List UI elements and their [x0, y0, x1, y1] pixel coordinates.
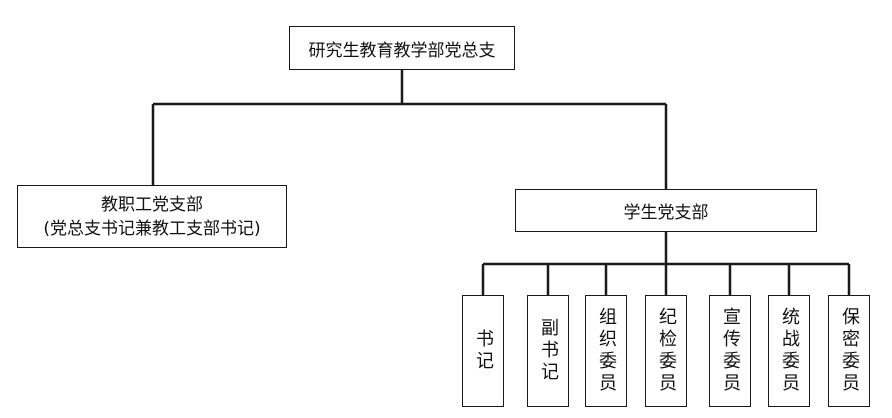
committee-label: 组织委员	[596, 307, 617, 395]
root-node: 研究生教育教学部党总支	[289, 26, 515, 70]
staff-branch-title: 教职工党支部	[100, 194, 203, 215]
committee-secretary-node: 书记	[462, 295, 504, 407]
committee-deputy-secretary-node: 副书记	[527, 295, 569, 407]
root-node-label: 研究生教育教学部党总支	[308, 40, 496, 61]
committee-discipline-node: 纪检委员	[645, 295, 687, 407]
committee-label: 书记	[473, 329, 494, 373]
student-branch-node: 学生党支部	[515, 189, 817, 232]
committee-confidentiality-node: 保密委员	[828, 295, 870, 407]
committee-label: 保密委员	[839, 307, 860, 395]
staff-branch-note: (党总支书记兼教工支部书记)	[43, 218, 261, 239]
committee-united-front-node: 统战委员	[768, 295, 810, 407]
student-branch-label: 学生党支部	[623, 203, 709, 223]
committee-label: 宣传委员	[720, 307, 741, 395]
committee-label: 副书记	[538, 318, 559, 384]
committee-publicity-node: 宣传委员	[709, 295, 751, 407]
staff-branch-node: 教职工党支部 (党总支书记兼教工支部书记)	[17, 185, 287, 248]
committee-label: 纪检委员	[656, 307, 677, 395]
committee-organization-node: 组织委员	[585, 295, 627, 407]
committee-label: 统战委员	[779, 307, 800, 395]
